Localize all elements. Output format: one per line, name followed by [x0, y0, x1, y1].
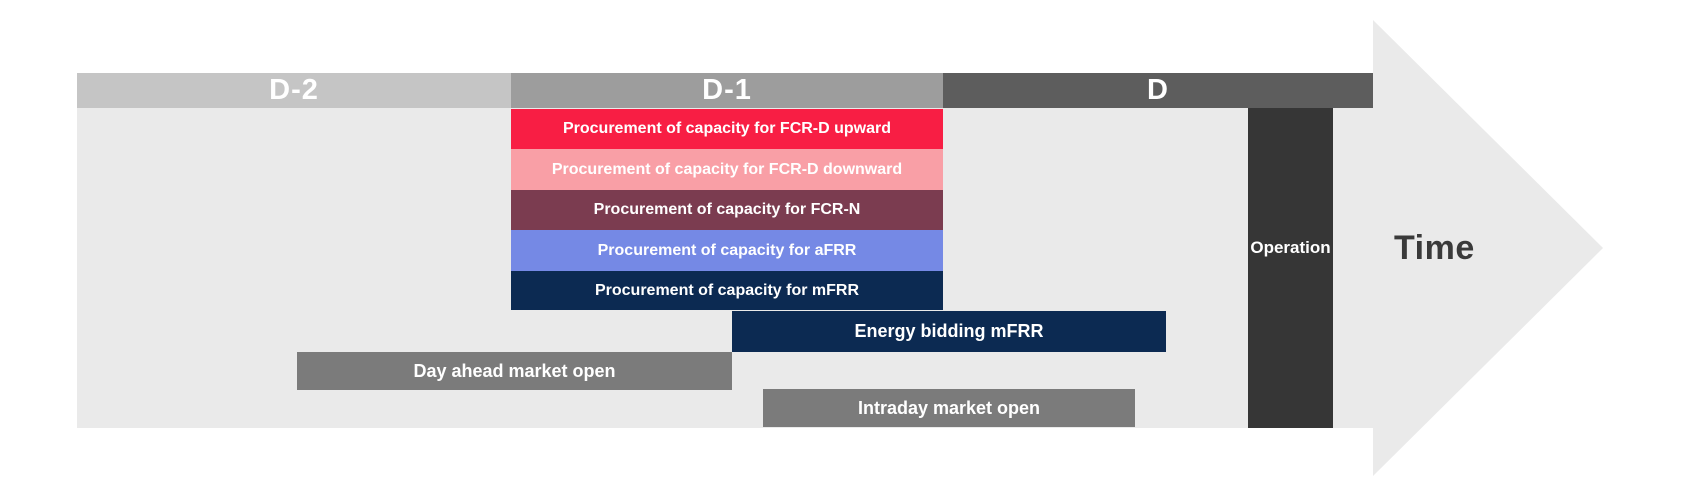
bar-day-ahead-market: Day ahead market open — [297, 352, 732, 390]
bar-energy-bidding-mfrr-label: Energy bidding mFRR — [854, 321, 1044, 341]
bar-intraday-market-label: Intraday market open — [857, 397, 1041, 418]
bar-afrr: Procurement of capacity for aFRR — [511, 230, 943, 271]
bar-day-ahead-market-label: Day ahead market open — [413, 360, 616, 381]
bar-fcrd-upward: Procurement of capacity for FCR-D upward — [511, 109, 943, 149]
bar-afrr-label: Procurement of capacity for aFRR — [597, 241, 857, 259]
bar-mfrr-procurement: Procurement of capacity for mFRR — [511, 271, 943, 310]
time-caption: Time — [1394, 229, 1475, 267]
bar-fcrn: Procurement of capacity for FCR-N — [511, 190, 943, 230]
bar-operation: Operation — [1248, 108, 1333, 428]
bar-intraday-market: Intraday market open — [763, 389, 1135, 427]
header-d-minus-1: D-1 — [511, 73, 943, 108]
bar-fcrn-label: Procurement of capacity for FCR-N — [593, 201, 861, 218]
bar-fcrd-upward-label: Procurement of capacity for FCR-D upward — [562, 120, 892, 137]
header-d-minus-1-label: D-1 — [702, 74, 752, 106]
bar-energy-bidding-mfrr: Energy bidding mFRR — [732, 311, 1166, 352]
bar-mfrr-procurement-label: Procurement of capacity for mFRR — [594, 281, 860, 299]
header-d-label: D — [1147, 74, 1169, 106]
header-d-minus-2: D-2 — [77, 73, 511, 108]
header-d: D — [943, 73, 1373, 108]
header-d-minus-2-label: D-2 — [269, 74, 319, 106]
bar-fcrd-downward-label: Procurement of capacity for FCR-D downwa… — [551, 160, 903, 178]
bar-operation-label: Operation — [1250, 238, 1331, 257]
bar-fcrd-downward: Procurement of capacity for FCR-D downwa… — [511, 149, 943, 190]
